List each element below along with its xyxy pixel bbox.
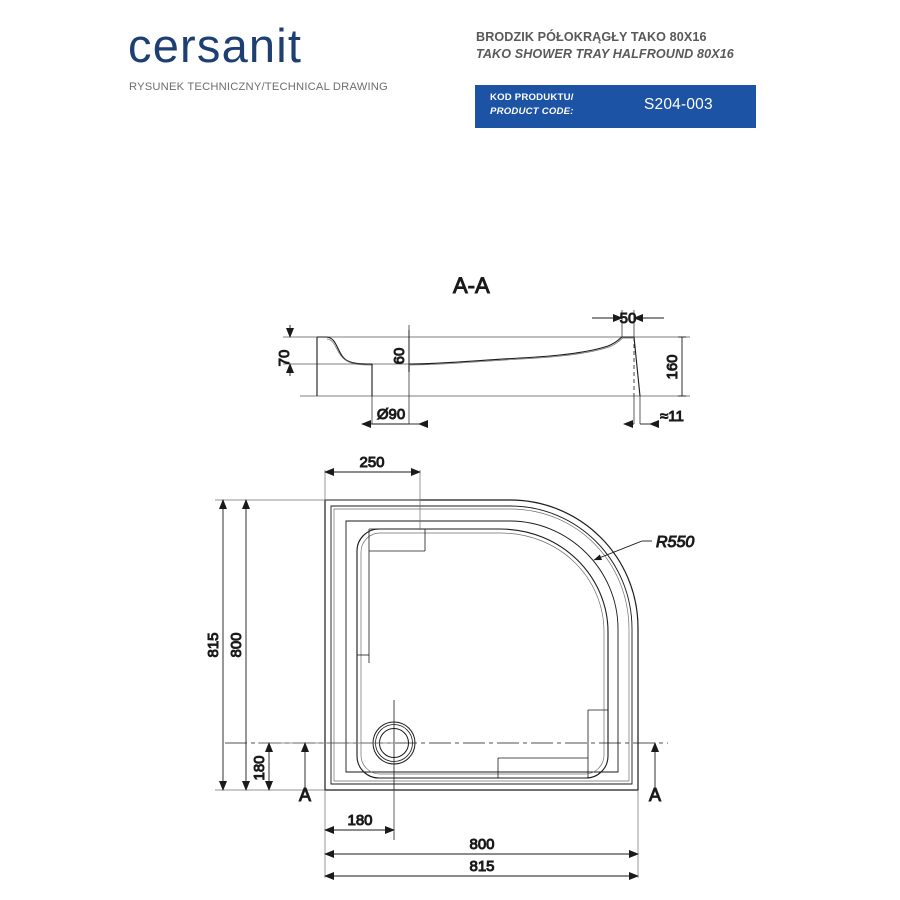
dimension-height-inner: 800 (228, 499, 250, 791)
dimension-width-outer: 815 (324, 858, 639, 880)
section-mark-left: A (298, 742, 312, 806)
tray-edge-contour (333, 508, 630, 782)
section-view-aa: A-A (276, 273, 690, 428)
dimension-top-offset-label: 250 (359, 454, 384, 471)
dimension-corner-radius-label: R550 (656, 534, 694, 551)
dimension-corner-radius: R550 (593, 534, 695, 561)
dimension-drain-diameter-label: Ø90 (377, 406, 405, 423)
dimension-width-inner: 800 (324, 836, 639, 858)
product-title-pl: BRODZIK PÓŁOKRĄGŁY TAKO 80X16 (476, 30, 707, 44)
section-extension-ticks (371, 310, 641, 424)
dimension-width-outer-label: 815 (469, 858, 494, 875)
dimension-edge-width: 50 (592, 310, 664, 328)
dimension-depth-waste-label: 60 (391, 348, 408, 365)
plan-extension-lines (215, 470, 639, 878)
tray-rim-inner-boundary (345, 520, 619, 773)
dimension-height-outer-label: 815 (205, 632, 222, 657)
product-code-value: S204-003 (644, 96, 713, 113)
dimension-drain-offset-vertical: 180 (251, 742, 273, 791)
tray-basin-inner-contour (360, 532, 605, 775)
product-code-label-pl: KOD PRODUKTU/ (490, 92, 574, 103)
product-code-bar (475, 85, 756, 128)
section-profile-inner-line (326, 337, 633, 366)
section-mark-left-label: A (299, 785, 311, 805)
tray-outer-outline (324, 499, 639, 791)
dimension-wall-thickness: ≈11 (623, 408, 684, 428)
dimension-total-height: 160 (664, 336, 686, 397)
section-profile-outline (316, 336, 641, 397)
product-title-en: TAKO SHOWER TRAY HALFROUND 80X16 (476, 47, 734, 61)
cersanit-logo-text: cersanit (128, 24, 302, 72)
dimension-width-inner-label: 800 (469, 836, 494, 853)
dimension-drain-diameter: Ø90 (361, 406, 428, 428)
tray-outer-outline-offset (330, 505, 633, 785)
section-title-label: A-A (453, 273, 490, 298)
dimension-drain-offset-horizontal-label: 180 (347, 812, 372, 829)
section-reference-lines (283, 336, 690, 397)
cersanit-logo: cersanit (128, 24, 428, 72)
section-mark-right: A (648, 742, 662, 806)
dimension-total-height-label: 160 (664, 354, 681, 379)
dimension-edge-width-label: 50 (620, 310, 637, 327)
tray-basin-outline (356, 528, 609, 779)
plan-view: 250 815 800 180 (205, 454, 695, 880)
dimension-top-offset: 250 (324, 454, 421, 476)
drawing-subtitle: RYSUNEK TECHNICZNY/TECHNICAL DRAWING (129, 81, 388, 93)
tray-construction-lines (357, 528, 608, 778)
dimension-wall-thickness-label: ≈11 (660, 408, 684, 425)
product-code-label-en: PRODUCT CODE: (490, 106, 574, 117)
section-mark-right-label: A (649, 785, 661, 805)
dimension-drain-offset-vertical-label: 180 (251, 755, 268, 780)
dimension-depth-inner: 70 (276, 325, 294, 376)
dimension-height-outer: 815 (205, 499, 227, 791)
dimension-drain-offset-horizontal: 180 (324, 812, 395, 834)
dimension-height-inner-label: 800 (228, 632, 245, 657)
dimension-depth-inner-label: 70 (276, 350, 293, 367)
dimension-depth-waste: 60 (391, 330, 410, 365)
